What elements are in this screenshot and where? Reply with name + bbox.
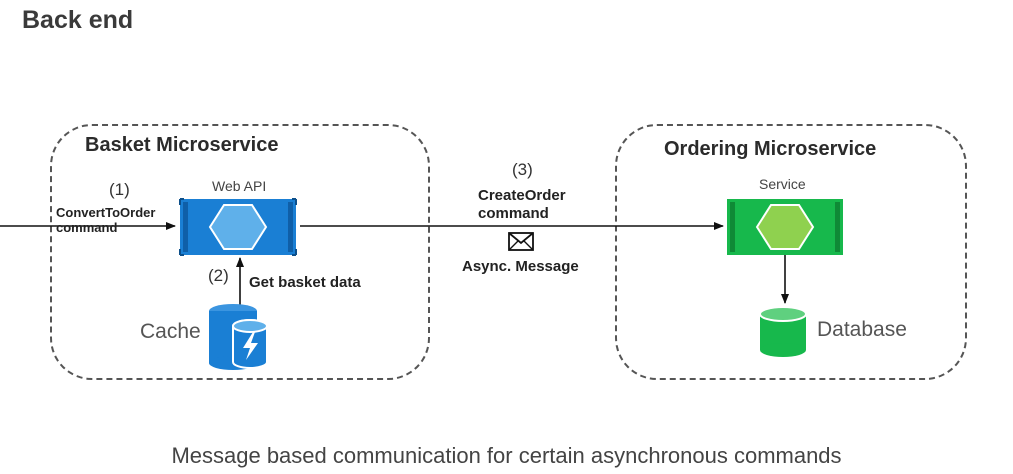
cache-icon xyxy=(209,304,268,370)
basket-microservice-boundary xyxy=(50,124,430,380)
async-message-label: Async. Message xyxy=(462,258,579,275)
basket-microservice-title: Basket Microservice xyxy=(85,134,279,156)
lightning-icon xyxy=(243,332,258,360)
cache-label: Cache xyxy=(140,320,201,343)
ordering-microservice-title: Ordering Microservice xyxy=(664,138,877,160)
service-node xyxy=(727,199,843,255)
step-1-number: (1) xyxy=(109,180,130,199)
step-3-text-line-1: CreateOrder xyxy=(478,187,566,204)
web-api-node xyxy=(179,198,297,256)
database-icon xyxy=(759,306,807,357)
web-api-label: Web API xyxy=(212,178,267,194)
web-api-hexagon-icon xyxy=(208,204,268,250)
step-1-text: ConvertToOrder command xyxy=(56,205,155,235)
database-label: Database xyxy=(817,318,907,341)
step-1-text-line-2: command xyxy=(56,220,118,235)
step-2-number: (2) xyxy=(208,266,229,285)
ordering-microservice-boundary xyxy=(615,124,967,380)
step-2-text: Get basket data xyxy=(249,274,361,291)
diagram-caption: Message based communication for certain … xyxy=(171,443,842,468)
step-3-text-line-2: command xyxy=(478,205,549,222)
step-1-text-line-1: ConvertToOrder xyxy=(56,205,156,220)
step-3-text: CreateOrder command xyxy=(478,187,566,223)
envelope-icon xyxy=(508,232,534,251)
step-3-number: (3) xyxy=(512,160,533,179)
page-title: Back end xyxy=(22,6,134,34)
service-label: Service xyxy=(759,176,806,192)
service-hexagon-icon xyxy=(755,204,815,250)
